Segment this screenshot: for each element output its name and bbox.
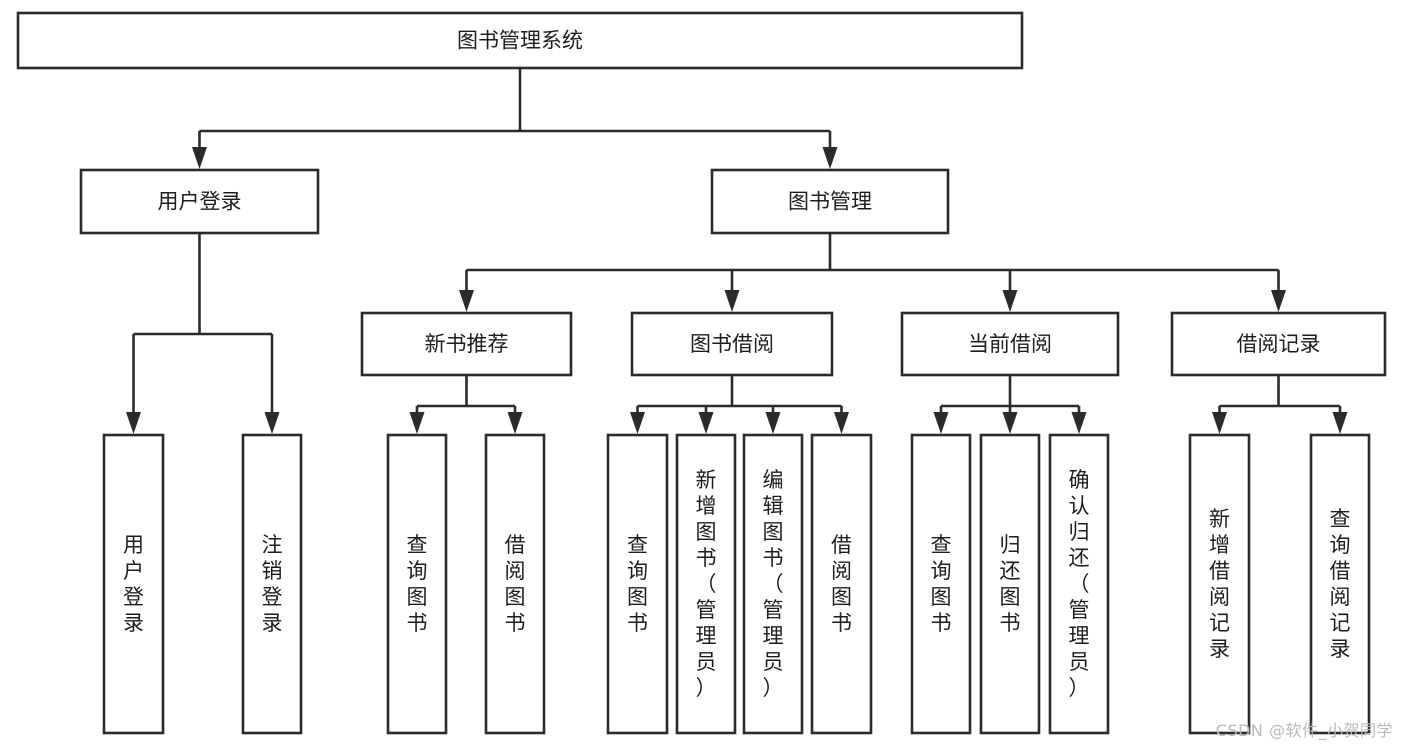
node-box: [79, 168, 320, 235]
node-leaf-borrow-book[interactable]: 借阅图书: [810, 433, 873, 735]
arrow-head-icon: [1002, 290, 1018, 312]
node-label-vertical: 查询借阅记录: [1330, 507, 1351, 661]
node-label-vertical: 查询图书: [627, 533, 648, 635]
node-leaf-borrow-book-rec[interactable]: 借阅图书: [484, 433, 546, 735]
node-label: 用户登录: [158, 190, 242, 214]
arrow-head-icon: [630, 412, 645, 434]
node-borrow-record[interactable]: 借阅记录: [1170, 311, 1387, 377]
node-leaf-add-record[interactable]: 新增借阅记录: [1188, 433, 1251, 735]
arrow-head-icon: [507, 412, 523, 434]
node-leaf-logout[interactable]: 注销登录: [241, 433, 303, 735]
edge-group-book-borrow: [630, 375, 849, 434]
arrow-head-icon: [724, 290, 740, 312]
node-leaf-return-book[interactable]: 归还图书: [979, 433, 1041, 735]
node-leaf-query-book-rec[interactable]: 查询图书: [386, 433, 448, 735]
node-current-borrow[interactable]: 当前借阅: [900, 311, 1120, 377]
node-box: [1188, 433, 1251, 735]
node-box: [386, 433, 448, 735]
node-box: [900, 311, 1120, 377]
node-label-vertical: 注销登录: [262, 533, 283, 635]
node-leaf-add-book[interactable]: 新增图书（管理员）: [675, 433, 737, 735]
node-label-vertical: 新增图书（管理员）: [696, 468, 717, 700]
node-label-vertical: 查询图书: [407, 533, 428, 635]
edge-group-borrow-record: [1212, 375, 1348, 434]
arrow-head-icon: [1002, 412, 1018, 434]
node-label-vertical: 查询图书: [931, 533, 952, 635]
node-label-vertical: 编辑图书（管理员）: [763, 468, 784, 700]
arrow-head-icon: [192, 147, 207, 169]
nodes-layer: 图书管理系统用户登录图书管理新书推荐图书借阅当前借阅借阅记录用户登录注销登录查询…: [16, 11, 1387, 735]
node-label: 当前借阅: [968, 332, 1052, 356]
node-leaf-user-login[interactable]: 用户登录: [102, 433, 165, 735]
edges-layer: [126, 68, 1348, 434]
node-leaf-query-book-cur[interactable]: 查询图书: [910, 433, 972, 735]
node-label-vertical: 借阅图书: [505, 533, 526, 635]
node-box: [484, 433, 546, 735]
node-box: [910, 433, 972, 735]
node-root[interactable]: 图书管理系统: [16, 11, 1024, 70]
node-book-borrow[interactable]: 图书借阅: [630, 311, 834, 377]
node-book-manage[interactable]: 图书管理: [710, 168, 950, 235]
node-box: [606, 433, 669, 735]
arrow-head-icon: [1332, 412, 1348, 434]
node-label-vertical: 归还图书: [1000, 533, 1021, 635]
node-leaf-query-record[interactable]: 查询借阅记录: [1309, 433, 1371, 735]
arrow-head-icon: [698, 412, 714, 434]
arrow-head-icon: [834, 412, 849, 434]
node-label-vertical: 用户登录: [123, 533, 144, 635]
node-label: 图书管理: [788, 190, 872, 214]
edge-group-root: [192, 68, 838, 169]
arrow-head-icon: [459, 290, 474, 312]
node-box: [979, 433, 1041, 735]
node-new-book-rec[interactable]: 新书推荐: [360, 311, 573, 377]
node-box: [810, 433, 873, 735]
node-leaf-edit-book[interactable]: 编辑图书（管理员）: [742, 433, 804, 735]
node-leaf-confirm-return[interactable]: 确认归还（管理员）: [1048, 433, 1110, 735]
arrow-head-icon: [822, 147, 838, 169]
node-box: [710, 168, 950, 235]
arrow-head-icon: [1071, 412, 1087, 434]
arrow-head-icon: [126, 412, 141, 434]
arrow-head-icon: [765, 412, 781, 434]
node-label: 新书推荐: [425, 332, 509, 356]
node-box: [241, 433, 303, 735]
arrow-head-icon: [933, 412, 949, 434]
edge-group-book-manage: [459, 233, 1286, 312]
edge-group-new-book-rec: [409, 375, 523, 434]
node-box: [102, 433, 165, 735]
node-label-vertical: 确认归还（管理员）: [1069, 468, 1090, 700]
node-box: [360, 311, 573, 377]
node-label: 图书借阅: [690, 332, 774, 356]
node-user-login[interactable]: 用户登录: [79, 168, 320, 235]
arrow-head-icon: [1271, 290, 1286, 312]
node-label-vertical: 借阅图书: [831, 533, 852, 635]
arrow-head-icon: [264, 412, 280, 434]
node-box: [630, 311, 834, 377]
edge-group-user-login: [126, 233, 280, 434]
csdn-watermark: CSDN @软件_小贺同学: [1215, 721, 1393, 740]
node-leaf-query-book-borrow[interactable]: 查询图书: [606, 433, 669, 735]
node-label-vertical: 新增借阅记录: [1209, 507, 1230, 661]
node-box: [675, 433, 737, 735]
node-box: [1309, 433, 1371, 735]
node-label: 图书管理系统: [457, 29, 583, 53]
edge-group-current-borrow: [933, 375, 1087, 434]
node-box: [16, 11, 1024, 70]
node-label: 借阅记录: [1237, 332, 1321, 356]
node-box: [742, 433, 804, 735]
arrow-head-icon: [409, 412, 425, 434]
arrow-head-icon: [1212, 412, 1227, 434]
node-box: [1170, 311, 1387, 377]
node-box: [1048, 433, 1110, 735]
